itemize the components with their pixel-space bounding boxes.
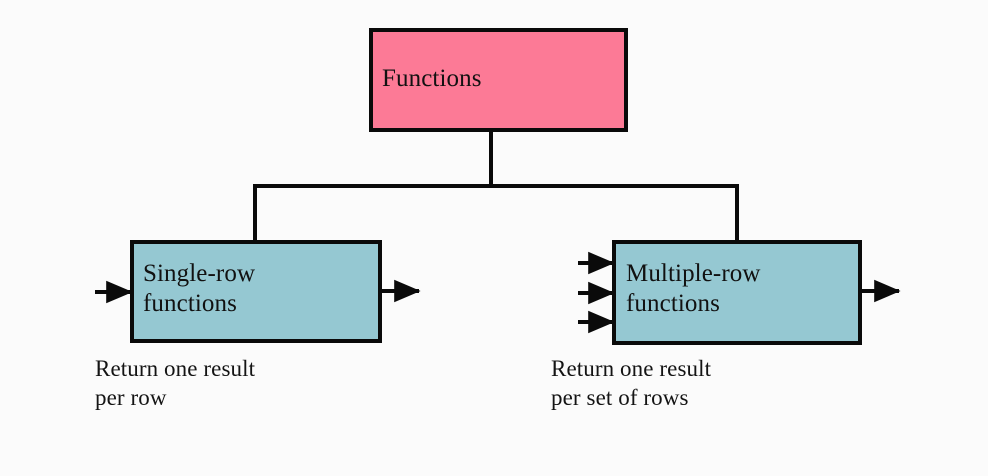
caption-multiple-row-functions: Return one result per set of rows: [551, 356, 712, 410]
node-single-row-functions[interactable]: [130, 240, 382, 343]
node-multiple-row-functions[interactable]: [612, 240, 862, 345]
node-single-row-functions-label: Single-row functions: [143, 260, 256, 317]
node-functions[interactable]: [369, 28, 628, 132]
node-functions-label: Functions: [382, 65, 482, 92]
caption-single-row-functions: Return one result per row: [95, 356, 256, 410]
node-multiple-row-functions-label: Multiple-row functions: [626, 260, 761, 317]
